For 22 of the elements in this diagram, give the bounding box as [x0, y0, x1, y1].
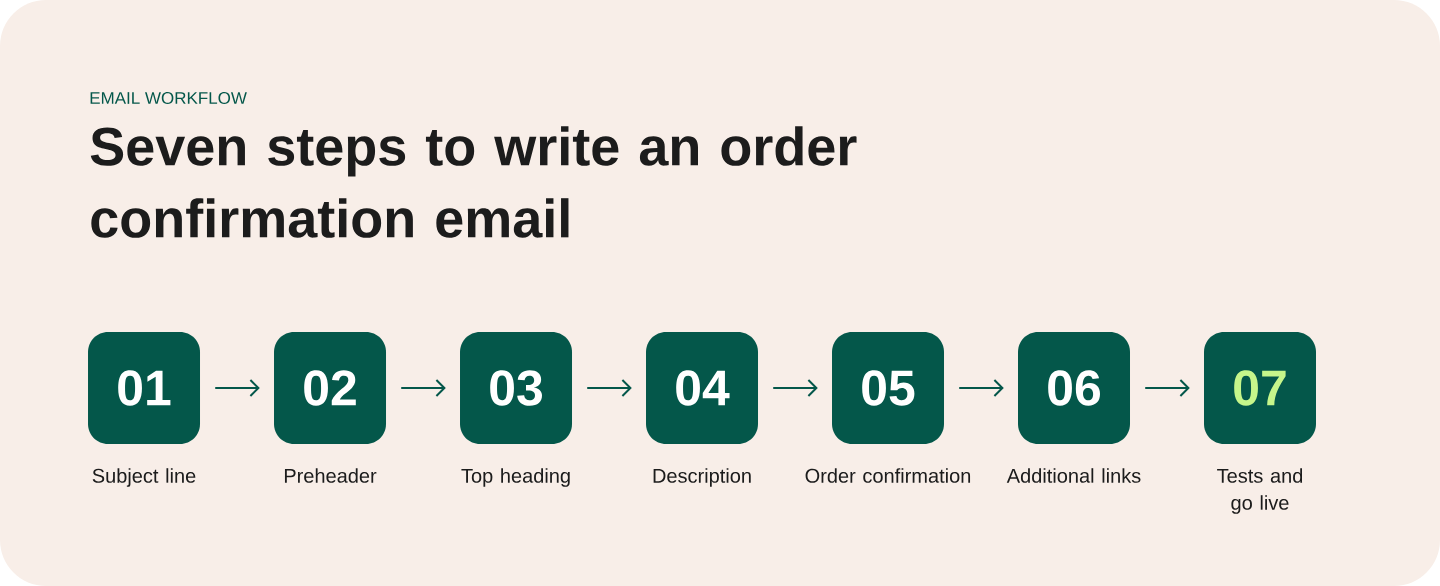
step-box: 06: [1018, 332, 1130, 444]
step-label: Description: [653, 468, 751, 487]
arrow: [1144, 379, 1190, 397]
step-label: Additional links: [1006, 468, 1141, 483]
arrow: [958, 379, 1004, 397]
heading: Seven steps to write an order confirmation email: [90, 126, 857, 238]
step-box: 02: [274, 332, 386, 444]
step-label: Order confirmation: [805, 468, 971, 483]
arrow: [772, 379, 818, 397]
step-label: Preheader: [284, 468, 377, 483]
step-label: Tests and go live: [1217, 468, 1303, 514]
arrow: [400, 379, 446, 397]
step-box: 03: [460, 332, 572, 444]
arrow: [586, 379, 632, 397]
step-label: Subject line: [92, 468, 196, 487]
step-label: Top heading: [461, 468, 570, 487]
step-box: 07: [1204, 332, 1316, 444]
step-box: 01: [88, 332, 200, 444]
step-box: 05: [832, 332, 944, 444]
eyebrow-label: EMAIL WORKFLOW: [90, 92, 247, 104]
arrow: [214, 379, 260, 397]
step-box: 04: [646, 332, 758, 444]
